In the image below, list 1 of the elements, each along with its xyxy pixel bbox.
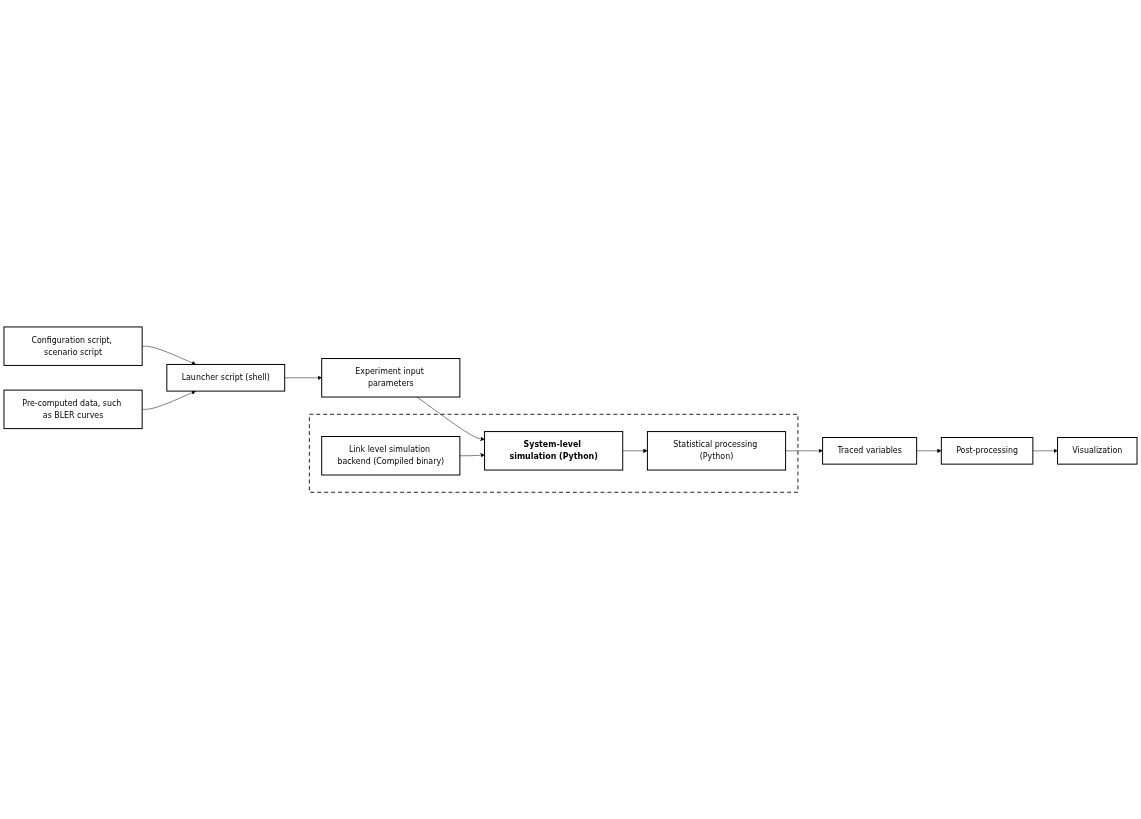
cluster bbox=[308, 413, 799, 493]
